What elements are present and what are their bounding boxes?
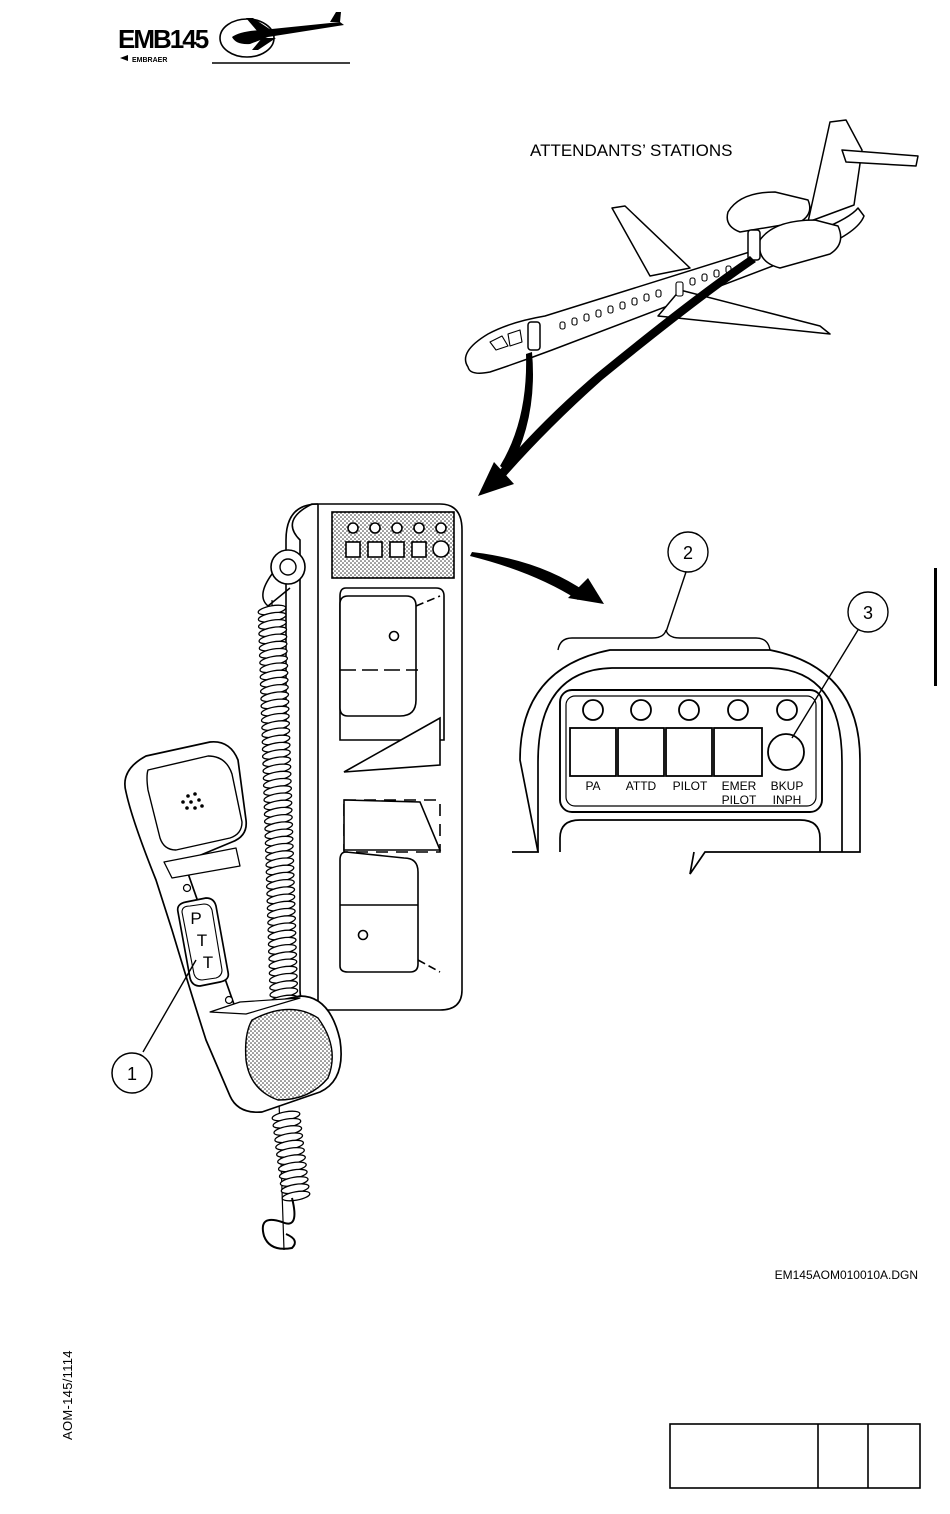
callout-1-number: 1 [127, 1064, 137, 1084]
panel-button-labels: PA ATTD PILOT EMER PILOT BKUP INPH [585, 779, 803, 807]
emer-pilot-label: PILOT [722, 793, 757, 807]
pa-label: PA [585, 779, 600, 793]
revision-change-bar [934, 568, 937, 686]
ptt-letter-p: P [190, 909, 201, 928]
logo-plane-icon [232, 12, 344, 50]
embraer-logo: EMB145 EMBRAER [118, 12, 350, 64]
pilot-button [666, 728, 712, 776]
mouthpiece-grille [246, 1009, 333, 1100]
pa-button [570, 728, 616, 776]
callout-3 [792, 592, 888, 738]
drawing-file-name: EM145AOM010010A.DGN [728, 1268, 918, 1282]
panel-detail [512, 644, 866, 874]
bkup-inph-button [768, 734, 804, 770]
emer-pilot-button [714, 728, 762, 776]
callout-2-number: 2 [683, 543, 693, 563]
pilot-label: PILOT [673, 779, 708, 793]
handset-cradle [286, 504, 462, 1012]
ptt-letter-t2: T [203, 953, 213, 972]
logo-text: EMB145 [118, 24, 209, 54]
emer-label: EMER [722, 779, 757, 793]
page-info-box [670, 1424, 920, 1488]
document-code: AOM-145/1114 [60, 1330, 80, 1440]
figure-title: ATTENDANTS’ STATIONS [530, 141, 732, 160]
callout-1: 1 [112, 960, 196, 1093]
cord-end-loop [263, 1198, 295, 1249]
logo-brand: EMBRAER [132, 57, 167, 64]
panel-indicator-lights [583, 700, 797, 720]
attd-button [618, 728, 664, 776]
inph-label: INPH [773, 793, 802, 807]
attd-label: ATTD [626, 779, 657, 793]
ptt-letter-t1: T [197, 931, 207, 950]
callout-3-number: 3 [863, 603, 873, 623]
bkup-label: BKUP [771, 779, 804, 793]
